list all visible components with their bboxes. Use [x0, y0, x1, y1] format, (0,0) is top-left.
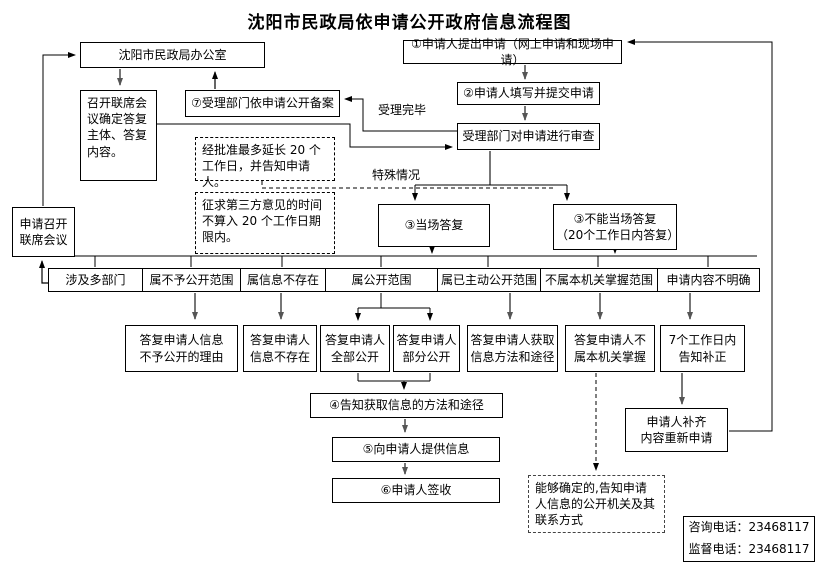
contact-phone-box: 咨询电话：23468117 监督电话：23468117: [683, 516, 815, 562]
condition-box: 申请内容不明确: [657, 268, 760, 292]
node-office: 沈阳市民政局办公室: [80, 42, 265, 68]
condition-box: 涉及多部门: [48, 268, 143, 292]
supervise-phone: 监督电话：23468117: [688, 542, 810, 556]
note-extend-deadline: 经批准最多延长 20 个工作日，并告知申请人。: [195, 137, 335, 189]
condition-box: 属信息不存在: [240, 268, 326, 292]
node-resubmit: 申请人补齐 内容重新申请: [625, 408, 728, 452]
consult-phone: 咨询电话：23468117: [688, 520, 810, 535]
response-box: 答复申请人信息 不予公开的理由: [125, 325, 238, 372]
connector-merge-bracket: [357, 373, 431, 382]
node-step4-inform-method: ④告知获取信息的方法和途径: [310, 393, 503, 418]
diagram-title: 沈阳市民政局依申请公开政府信息流程图: [247, 13, 572, 33]
label-accept-done: 受理完毕: [378, 103, 427, 117]
response-box: 答复申请人 部分公开: [393, 325, 460, 372]
response-box: 7个工作日内 告知补正: [660, 325, 745, 372]
connector-distribution-stubs: [94, 256, 709, 267]
node-fill-submit: ②申请人填写并提交申请: [457, 82, 600, 105]
condition-box: 属不予公开范围: [142, 268, 241, 292]
condition-box: 不属本机关掌握范围: [540, 268, 658, 292]
node-onspot-reply: ③当场答复: [378, 204, 490, 247]
label-special-case: 特殊情况: [372, 168, 421, 182]
node-apply: ①申请人提出申请（网上申请和现场申请）: [403, 37, 622, 67]
node-request-meeting: 申请召开 联席会议: [12, 207, 75, 257]
node-review: 受理部门对申请进行审查: [457, 123, 600, 150]
node-step6-sign-receipt: ⑥申请人签收: [332, 478, 500, 503]
response-box: 答复申请人获取 信息方法和途径: [467, 325, 558, 372]
condition-box: 属已主动公开范围: [437, 268, 541, 292]
note-third-party: 征求第三方意见的时间不算入 20 个工作日期限内。: [195, 192, 335, 254]
response-box: 答复申请人不 属本机关掌握: [565, 325, 655, 372]
node-step5-provide-info: ⑤向申请人提供信息: [332, 437, 500, 462]
condition-box: 属公开范围: [325, 268, 438, 292]
response-box: 答复申请人 信息不存在: [243, 325, 317, 372]
note-confirm-authority: 能够确定的,告知申请人信息的公开机关及其联系方式: [528, 475, 665, 533]
node-filing: ⑦受理部门依申请公开备案: [185, 90, 340, 117]
connector-cond4-split: [358, 293, 430, 309]
node-not-onspot-reply: ③不能当场答复 （20个工作日内答复）: [553, 204, 679, 250]
node-meeting-decide: 召开联席会 议确定答复 主体、答复 内容。: [80, 90, 157, 181]
connector-request-meeting-to-office: [42, 52, 76, 206]
response-box: 答复申请人 全部公开: [320, 325, 390, 372]
